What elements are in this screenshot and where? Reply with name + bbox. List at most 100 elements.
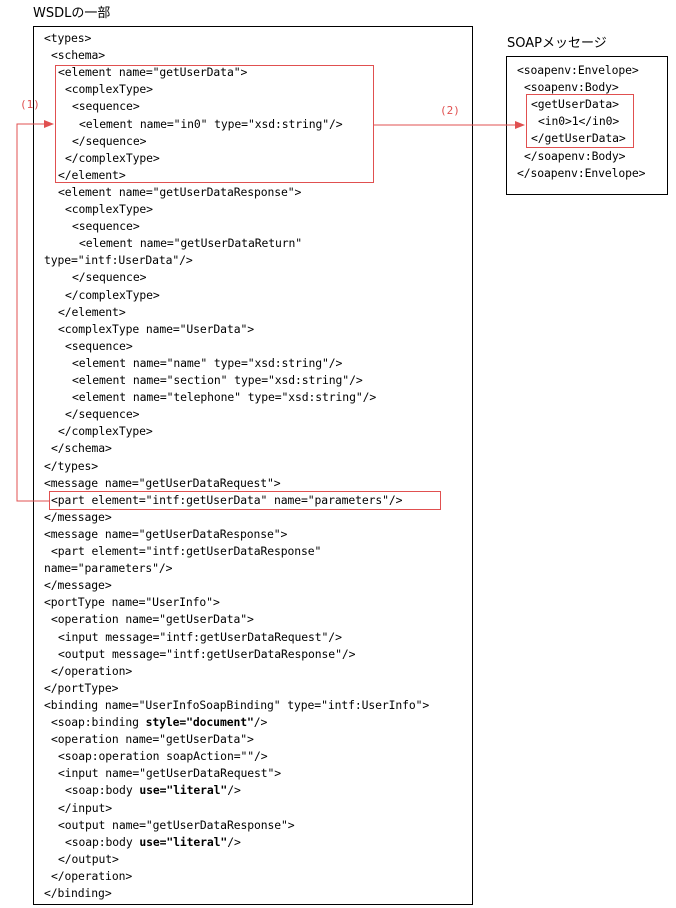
soap-title: SOAPメッセージ — [507, 36, 607, 51]
soap-line-text: </getUserData> — [531, 131, 626, 146]
wsdl-line: </complexType> — [65, 150, 160, 167]
wsdl-line-text: <sequence> — [72, 99, 140, 114]
wsdl-line: <element name="getUserData"> — [58, 64, 247, 81]
wsdl-line-text: <element name="getUserDataResponse"> — [58, 184, 302, 199]
wsdl-line-text: <element name="getUserData"> — [58, 65, 248, 80]
wsdl-line: <sequence> — [72, 98, 140, 115]
wsdl-line: <element name="telephone" type="xsd:stri… — [72, 389, 376, 406]
soap-line-text: <in0>1</in0> — [538, 114, 620, 129]
wsdl-line-text: <element name="in0" type="xsd:string"/> — [79, 116, 343, 131]
soap-line: </soapenv:Body> — [524, 148, 625, 165]
wsdl-title: WSDLの一部 — [33, 6, 111, 21]
wsdl-line: </operation> — [51, 663, 132, 680]
wsdl-line: </schema> — [51, 440, 112, 457]
label-2: (2) — [440, 104, 460, 117]
soap-line: <soapenv:Envelope> — [517, 62, 639, 79]
wsdl-line-text: <message name="getUserDataRequest"> — [44, 475, 281, 490]
wsdl-line-text: </element> — [58, 167, 126, 182]
wsdl-line: </element> — [58, 304, 126, 321]
wsdl-line: </sequence> — [72, 133, 146, 150]
wsdl-line: <soap:body use="literal"/> — [65, 782, 241, 799]
highlight-element-getUserData — [55, 65, 374, 183]
wsdl-line: <operation name="getUserData"> — [51, 611, 254, 628]
wsdl-line-text: <complexType> — [65, 202, 153, 216]
wsdl-line-text: </sequence> — [65, 407, 140, 422]
wsdl-line-text: <sequence> — [65, 338, 133, 353]
wsdl-line: </element> — [58, 167, 126, 184]
wsdl-line: </sequence> — [65, 406, 139, 423]
wsdl-line: </operation> — [51, 868, 132, 885]
wsdl-line: <element name="section" type="xsd:string… — [72, 372, 363, 389]
wsdl-line-text: </portType> — [44, 680, 119, 695]
wsdl-line: </complexType> — [58, 423, 153, 440]
soap-line: <soapenv:Body> — [524, 79, 619, 96]
wsdl-line-text: <schema> — [51, 48, 106, 63]
wsdl-line: <soap:binding style="document"/> — [51, 714, 267, 731]
wsdl-line-text: <types> — [44, 31, 92, 45]
wsdl-line: <sequence> — [72, 218, 140, 235]
wsdl-line-bold: use="literal" — [139, 783, 228, 798]
wsdl-line-text: <soap:binding — [51, 715, 146, 729]
wsdl-box: <types> <schema> <element name="getUserDat… — [33, 26, 473, 905]
wsdl-line: </message> — [44, 577, 112, 594]
wsdl-line: </output> — [58, 851, 119, 868]
wsdl-line-text: name="parameters"/> — [44, 561, 173, 576]
soap-line-text: <soapenv:Body> — [524, 80, 619, 95]
wsdl-line-text: </output> — [58, 851, 119, 866]
wsdl-line-text: </input> — [58, 800, 113, 815]
wsdl-line-text: <operation name="getUserData"> — [51, 732, 254, 747]
wsdl-line: </sequence> — [72, 269, 146, 286]
wsdl-line: <operation name="getUserData"> — [51, 731, 254, 748]
wsdl-line: <element name="in0" type="xsd:string"/> — [79, 116, 343, 133]
wsdl-line: <complexType> — [65, 81, 153, 98]
wsdl-line: <complexType> — [65, 201, 153, 218]
wsdl-line-text: </sequence> — [72, 133, 147, 148]
wsdl-line-text: <part element="intf:getUserData" name="p… — [51, 492, 403, 507]
wsdl-line: <soap:operation soapAction=""/> — [58, 748, 268, 765]
wsdl-line-text: </operation> — [51, 663, 133, 678]
wsdl-line-text: <output message="intf:getUserDataRespons… — [58, 646, 356, 661]
soap-line: </getUserData> — [531, 130, 626, 147]
wsdl-line: <element name="name" type="xsd:string"/> — [72, 355, 342, 372]
wsdl-line-bold: style="document" — [145, 715, 254, 729]
wsdl-line-text: </binding> — [44, 886, 112, 900]
wsdl-line-text: <element name="getUserDataReturn" — [79, 236, 303, 251]
wsdl-line-text: <soap:operation soapAction=""/> — [58, 749, 268, 764]
wsdl-line: <message name="getUserDataRequest"> — [44, 475, 281, 492]
soap-line: <getUserData> — [531, 96, 619, 113]
wsdl-line: <output message="intf:getUserDataRespons… — [58, 646, 355, 663]
wsdl-line-text: <input message="intf:getUserDataRequest"… — [58, 629, 342, 644]
wsdl-line-after: /> — [227, 834, 241, 849]
wsdl-line: </portType> — [44, 680, 118, 697]
wsdl-line-text: <input name="getUserDataRequest"> — [58, 766, 282, 781]
wsdl-line: </complexType> — [65, 287, 160, 304]
wsdl-line: <element name="getUserDataReturn" — [79, 235, 302, 252]
soap-line-text: </soapenv:Body> — [524, 148, 626, 163]
wsdl-line: </input> — [58, 800, 112, 817]
highlight-part-element — [49, 491, 441, 510]
wsdl-line-text: </types> — [44, 458, 99, 473]
wsdl-line-text: <complexType> — [65, 82, 153, 97]
wsdl-line-text: <soap:body — [65, 783, 140, 798]
wsdl-line: <message name="getUserDataResponse"> — [44, 526, 287, 543]
wsdl-line-text: </element> — [58, 304, 126, 319]
wsdl-line-text: <complexType name="UserData"> — [58, 321, 254, 336]
wsdl-line-text: </message> — [44, 509, 112, 524]
wsdl-line: type="intf:UserData"/> — [44, 252, 193, 269]
soap-line-text: <getUserData> — [531, 97, 619, 112]
wsdl-line-text: </message> — [44, 578, 112, 593]
wsdl-line: <element name="getUserDataResponse"> — [58, 184, 301, 201]
soap-line: </soapenv:Envelope> — [517, 165, 646, 182]
wsdl-line-text: </schema> — [51, 441, 112, 456]
wsdl-line: <input name="getUserDataRequest"> — [58, 765, 281, 782]
wsdl-line: <portType name="UserInfo"> — [44, 594, 220, 611]
soap-line-text: </soapenv:Envelope> — [517, 165, 646, 180]
wsdl-line-text: <output name="getUserDataResponse"> — [58, 817, 295, 832]
wsdl-line-text: <operation name="getUserData"> — [51, 612, 254, 627]
wsdl-line: <part element="intf:getUserDataResponse" — [51, 543, 321, 560]
wsdl-line: <sequence> — [65, 338, 133, 355]
wsdl-line: <output name="getUserDataResponse"> — [58, 817, 295, 834]
soap-line: <in0>1</in0> — [538, 113, 619, 130]
highlight-soap-getUserData — [526, 94, 634, 148]
